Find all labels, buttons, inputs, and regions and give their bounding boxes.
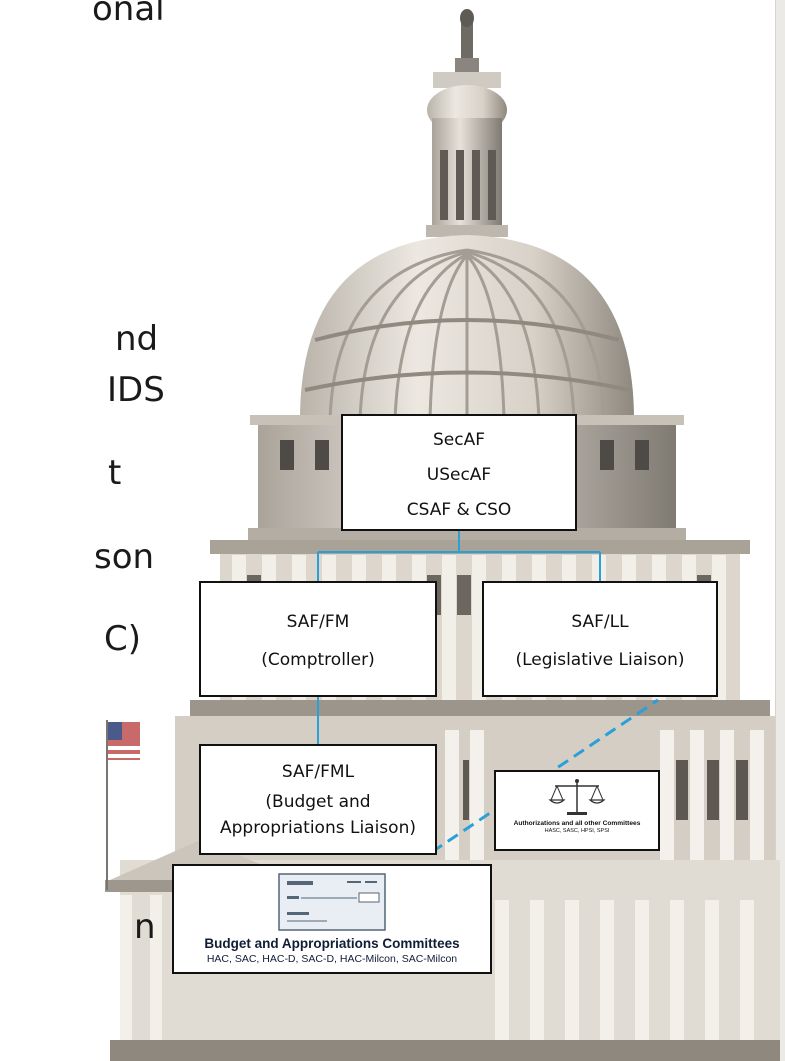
appropriations-title: Budget and Appropriations Committees: [204, 936, 460, 951]
slide-edge-strip: [775, 0, 785, 1061]
authorizations-members: HASC, SASC, HPSI, SPSI: [544, 828, 610, 834]
authorizations-committees-box: Authorizations and all other Committees …: [494, 770, 660, 851]
statue-of-freedom: [455, 9, 479, 72]
saf-fm-title: SAF/FM: [286, 612, 350, 632]
bullet-text-fragment: C): [104, 619, 142, 659]
saf-fm-box: SAF/FM (Comptroller): [199, 581, 437, 697]
leadership-box: SecAF USecAF CSAF & CSO: [341, 414, 577, 531]
saf-fm-subtitle: (Comptroller): [261, 650, 375, 670]
dome-lantern: [426, 72, 508, 237]
us-flag: [106, 720, 140, 890]
appropriations-committees-box: Budget and Appropriations Committees HAC…: [172, 864, 492, 974]
bullet-text-fragment: son: [94, 537, 155, 577]
saf-ll-subtitle: (Legislative Liaison): [515, 650, 685, 670]
saf-fml-subtitle-2: Appropriations Liaison): [220, 818, 416, 838]
saf-ll-title: SAF/LL: [571, 612, 629, 632]
saf-fml-subtitle-1: (Budget and: [265, 792, 371, 812]
saf-fml-box: SAF/FML (Budget and Appropriations Liais…: [199, 744, 437, 855]
bullet-text-fragment: IDS: [107, 370, 165, 410]
bullet-text-fragment: onal: [92, 0, 165, 29]
check-document-icon: [278, 873, 386, 931]
saf-ll-box: SAF/LL (Legislative Liaison): [482, 581, 718, 697]
saf-fml-title: SAF/FML: [281, 762, 355, 782]
authorizations-title: Authorizations and all other Committees: [513, 820, 641, 827]
leadership-secaf: SecAF: [432, 430, 485, 450]
bullet-text-fragment: n: [134, 907, 156, 947]
scales-of-justice-icon: [548, 779, 606, 815]
main-dome: [300, 235, 634, 421]
leadership-csaf-cso: CSAF & CSO: [406, 500, 512, 520]
appropriations-members: HAC, SAC, HAC-D, SAC-D, HAC-Milcon, SAC-…: [206, 953, 458, 965]
bullet-text-fragment: t: [108, 453, 122, 493]
leadership-usecaf: USecAF: [426, 465, 492, 485]
bullet-text-fragment: nd: [115, 319, 159, 359]
